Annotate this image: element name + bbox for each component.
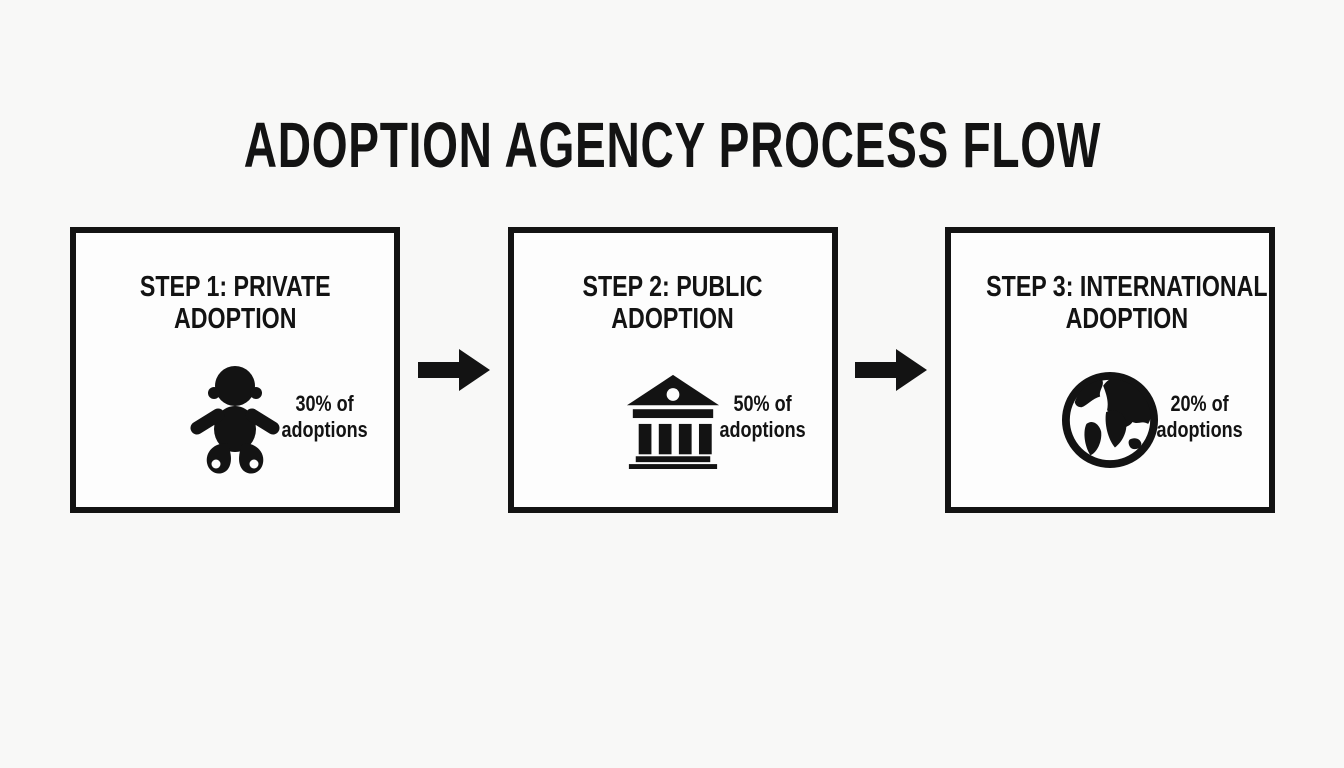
step-heading-line1: STEP 1: PRIVATE [139,271,331,303]
arrow-right-icon [417,349,490,391]
step-heading-line2: ADOPTION [611,303,734,336]
step-box-international-adoption: STEP 3: INTERNATIONAL ADOPTION [945,227,1275,513]
step-box-public-adoption: STEP 2: PUBLIC ADOPTION [507,227,838,513]
title-bar: ADOPTION AGENCY PROCESS FLOW [0,108,1344,182]
connector-cell [838,227,946,513]
stat-label: adoptions [1156,416,1244,442]
stat-percent: 20% of [1170,391,1230,416]
step-stat: 30% of adoptions [264,391,386,443]
step-stat: 20% of adoptions [1139,391,1261,443]
step-stat: 50% of adoptions [702,391,824,443]
step-heading-line2: ADOPTION [173,303,297,336]
stat-percent: 30% of [295,391,355,416]
process-flow: STEP 1: PRIVATE ADOPTION [70,227,1275,513]
connector-cell [400,227,508,513]
stat-label: adoptions [281,416,369,442]
step-heading: STEP 2: PUBLIC ADOPTION [514,271,832,336]
globe-icon [1055,361,1165,479]
step-heading-line1: STEP 3: INTERNATIONAL [986,271,1268,303]
step-box-private-adoption: STEP 1: PRIVATE ADOPTION [70,227,400,513]
step-heading-line2: ADOPTION [1065,303,1189,336]
step-heading: STEP 1: PRIVATE ADOPTION [76,271,394,336]
baby-icon [180,361,290,479]
step-heading-line1: STEP 2: PUBLIC [582,271,763,303]
government-building-icon [618,361,728,479]
arrow-right-icon [855,349,928,391]
page-title: ADOPTION AGENCY PROCESS FLOW [243,109,1101,181]
stat-percent: 50% of [733,391,792,416]
stat-label: adoptions [719,416,806,442]
step-heading: STEP 3: INTERNATIONAL ADOPTION [951,271,1269,336]
